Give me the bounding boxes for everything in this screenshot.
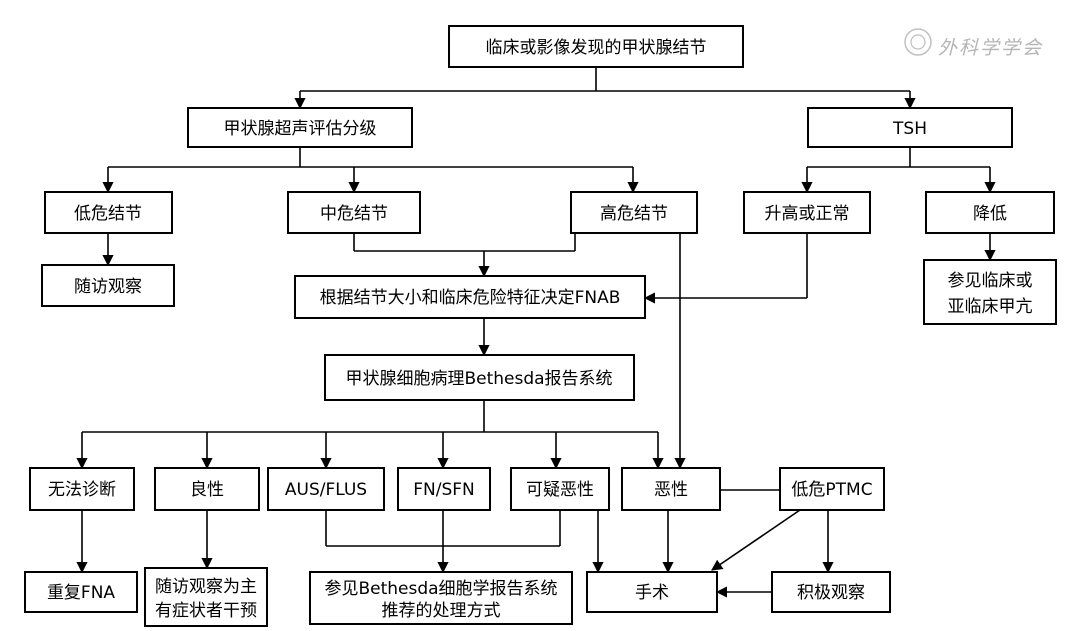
svg-text:AUS/FLUS: AUS/FLUS bbox=[285, 480, 367, 500]
svg-text:无法诊断: 无法诊断 bbox=[48, 480, 116, 500]
svg-text:甲状腺细胞病理Bethesda报告系统: 甲状腺细胞病理Bethesda报告系统 bbox=[345, 369, 612, 389]
node-surgery: 手术 bbox=[586, 571, 718, 613]
svg-text:升高或正常: 升高或正常 bbox=[765, 204, 850, 224]
svg-text:参见Bethesda细胞学报告系统: 参见Bethesda细胞学报告系统 bbox=[324, 579, 557, 599]
node-active-observation: 积极观察 bbox=[771, 571, 891, 613]
svg-text:低危结节: 低危结节 bbox=[74, 204, 142, 224]
node-low-risk: 低危结节 bbox=[44, 191, 173, 234]
svg-text:可疑恶性: 可疑恶性 bbox=[526, 480, 594, 500]
node-bethesda-reference: 参见Bethesda细胞学报告系统 推荐的处理方式 bbox=[309, 571, 573, 625]
svg-text:有症状者干预: 有症状者干预 bbox=[155, 601, 257, 621]
svg-text:良性: 良性 bbox=[190, 480, 224, 500]
node-mid-risk: 中危结节 bbox=[287, 191, 421, 234]
svg-text:随访观察: 随访观察 bbox=[74, 277, 142, 297]
node-fn-sfn: FN/SFN bbox=[397, 467, 491, 511]
svg-text:随访观察为主: 随访观察为主 bbox=[155, 577, 257, 597]
node-tsh-high: 升高或正常 bbox=[743, 191, 871, 234]
node-tsh-low: 降低 bbox=[925, 191, 1055, 234]
node-nondiagnostic: 无法诊断 bbox=[29, 467, 135, 511]
node-fnab: 根据结节大小和临床危险特征决定FNAB bbox=[294, 275, 646, 319]
svg-text:临床或影像发现的甲状腺结节: 临床或影像发现的甲状腺结节 bbox=[486, 38, 707, 58]
svg-text:TSH: TSH bbox=[892, 119, 927, 139]
svg-text:中危结节: 中危结节 bbox=[320, 204, 388, 224]
node-low-risk-ptmc: 低危PTMC bbox=[779, 467, 885, 511]
node-benign: 良性 bbox=[154, 467, 260, 511]
node-benign-follow-up: 随访观察为主 有症状者干预 bbox=[144, 567, 268, 627]
node-us-grading: 甲状腺超声评估分级 bbox=[187, 107, 413, 148]
node-bethesda: 甲状腺细胞病理Bethesda报告系统 bbox=[324, 354, 635, 401]
svg-text:积极观察: 积极观察 bbox=[797, 583, 865, 603]
svg-text:降低: 降低 bbox=[973, 204, 1007, 224]
node-hyperthyroid: 参见临床或 亚临床甲亢 bbox=[923, 259, 1057, 325]
svg-text:参见临床或: 参见临床或 bbox=[948, 271, 1033, 291]
svg-text:亚临床甲亢: 亚临床甲亢 bbox=[948, 297, 1033, 317]
node-tsh: TSH bbox=[807, 107, 1013, 148]
node-aus-flus: AUS/FLUS bbox=[267, 467, 385, 511]
node-malignant: 恶性 bbox=[621, 467, 721, 511]
connectors bbox=[76, 67, 996, 598]
svg-text:根据结节大小和临床危险特征决定FNAB: 根据结节大小和临床危险特征决定FNAB bbox=[320, 288, 621, 308]
svg-text:手术: 手术 bbox=[635, 583, 669, 603]
svg-text:低危PTMC: 低危PTMC bbox=[791, 480, 872, 500]
node-repeat-fna: 重复FNA bbox=[24, 571, 138, 613]
watermark-text: 外科学学会 bbox=[938, 37, 1044, 59]
node-follow-up: 随访观察 bbox=[41, 264, 175, 307]
svg-text:恶性: 恶性 bbox=[654, 480, 688, 500]
watermark-seal-icon bbox=[904, 28, 932, 56]
node-root: 临床或影像发现的甲状腺结节 bbox=[448, 25, 744, 68]
svg-text:推荐的处理方式: 推荐的处理方式 bbox=[382, 601, 501, 621]
node-high-risk: 高危结节 bbox=[570, 191, 698, 234]
svg-text:高危结节: 高危结节 bbox=[600, 204, 668, 224]
node-suspicious: 可疑恶性 bbox=[510, 467, 610, 511]
svg-text:重复FNA: 重复FNA bbox=[47, 583, 115, 603]
svg-text:甲状腺超声评估分级: 甲状腺超声评估分级 bbox=[224, 119, 377, 139]
svg-text:FN/SFN: FN/SFN bbox=[413, 480, 475, 500]
